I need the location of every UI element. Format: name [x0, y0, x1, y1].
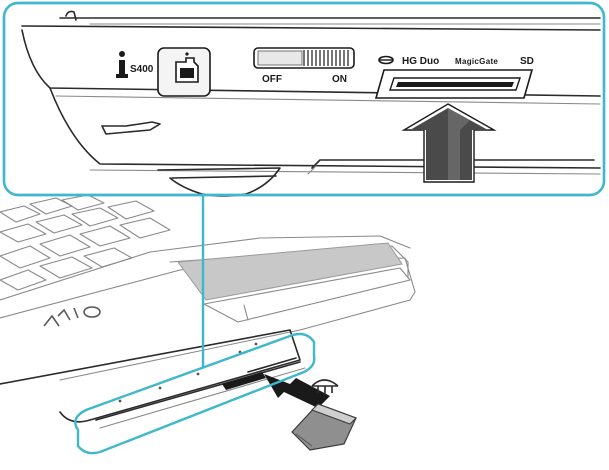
insert-arrow-lower — [264, 374, 330, 408]
wireless-switch[interactable] — [253, 47, 355, 69]
keyboard — [0, 194, 171, 291]
memory-card — [291, 403, 357, 451]
laptop-illustration — [0, 194, 416, 429]
switch-off-label: OFF — [262, 74, 282, 85]
vaio-logo — [43, 306, 101, 327]
port-number-label: S400 — [130, 64, 154, 75]
touchpad — [177, 242, 403, 301]
ilink-icon — [116, 51, 128, 78]
memory-stick-icon — [311, 379, 339, 395]
callout-panel: S400 OFF ON HG Duo MagicGate SD — [2, 1, 606, 197]
memory-stick-icon — [378, 55, 394, 65]
magicgate-label: MagicGate — [455, 57, 498, 66]
hg-duo-label: HG Duo — [402, 56, 439, 67]
ilink-port — [157, 47, 211, 97]
sd-label: SD — [520, 56, 534, 67]
switch-on-label: ON — [332, 74, 347, 85]
callout-outline-lower — [74, 332, 316, 455]
card-slot — [374, 69, 534, 99]
insert-arrow-upper — [401, 103, 497, 183]
